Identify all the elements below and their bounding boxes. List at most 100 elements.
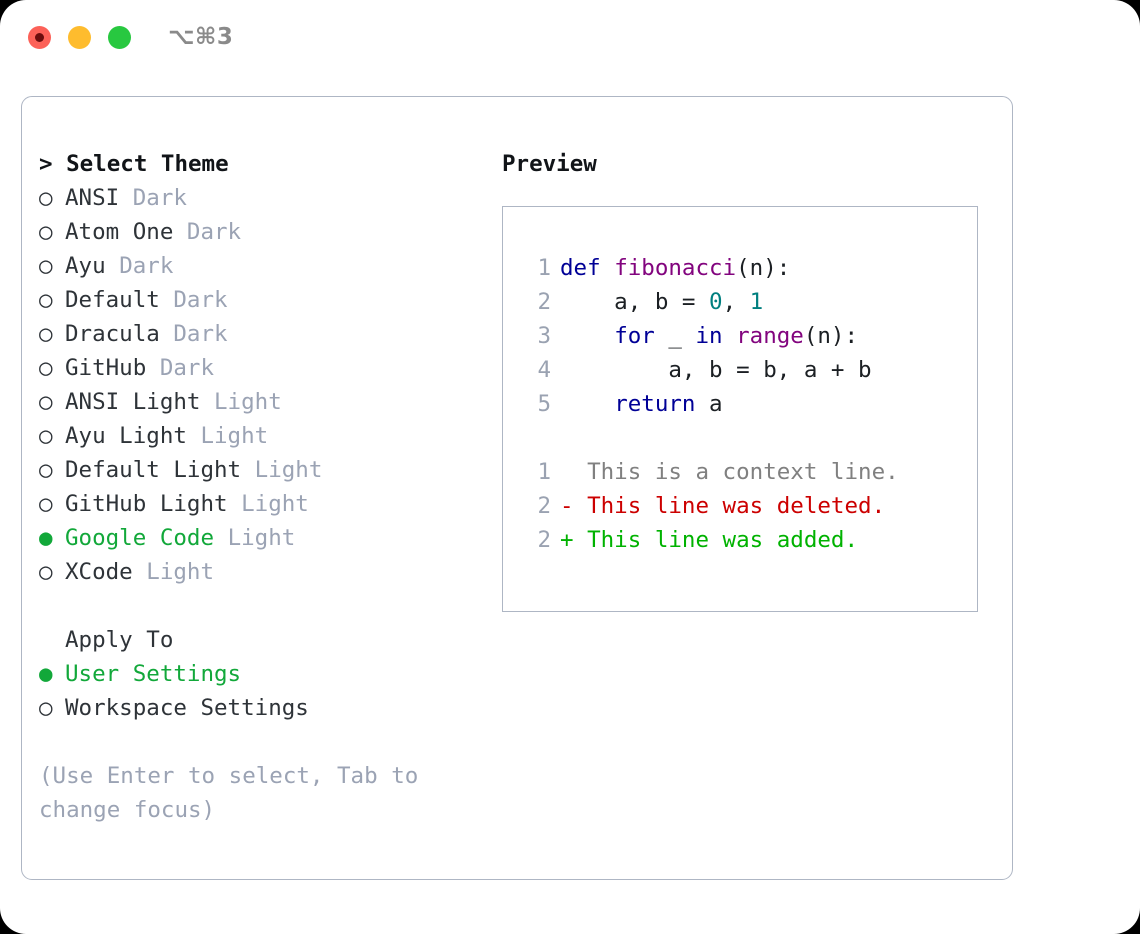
window-controls	[28, 26, 131, 49]
code-line: 2 a, b = 0, 1	[525, 285, 977, 319]
theme-name: Default	[65, 287, 160, 313]
code-line: 5 return a	[525, 387, 977, 421]
theme-list-item[interactable]: ○GitHub Dark	[39, 351, 489, 385]
radio-unselected-icon[interactable]: ○	[39, 457, 53, 483]
radio-unselected-icon[interactable]: ○	[39, 559, 53, 585]
theme-list-item[interactable]: ○ANSI Dark	[39, 181, 489, 215]
theme-variant-badge: Light	[241, 491, 309, 517]
theme-name: Atom One	[65, 219, 174, 245]
preview-heading: Preview	[502, 151, 597, 177]
dialog-panel: > Select Theme ○ANSI Dark○Atom One Dark○…	[21, 96, 1013, 880]
code-token: return	[614, 391, 696, 417]
radio-unselected-icon[interactable]: ○	[39, 185, 53, 211]
theme-list-item[interactable]: ○ Ayu Light Light	[39, 419, 489, 453]
apply-to-option[interactable]: ● User Settings	[39, 657, 489, 691]
spacer	[160, 287, 174, 313]
spacer	[133, 559, 147, 585]
select-theme-heading: > Select Theme	[39, 147, 489, 181]
code-token: _	[654, 323, 696, 349]
code-token: 0	[709, 289, 723, 315]
radio-unselected-icon[interactable]: ○	[39, 695, 53, 721]
spacer	[574, 527, 588, 553]
theme-selector-column: > Select Theme ○ANSI Dark○Atom One Dark○…	[39, 147, 489, 827]
code-token	[723, 323, 737, 349]
apply-to-options: ● User Settings ○Workspace Settings	[39, 657, 489, 725]
theme-variant-badge: Light	[200, 423, 269, 449]
code-diff-separator	[525, 421, 977, 455]
theme-list-item[interactable]: ○ Default Dark	[39, 283, 489, 317]
code-line: 3 for _ in range(n):	[525, 319, 977, 353]
diff-sign	[560, 459, 574, 485]
theme-name: Default Light	[65, 457, 242, 483]
code-token: a, b =	[560, 289, 710, 315]
keyboard-hint: (Use Enter to select, Tab to change focu…	[39, 763, 432, 823]
spacer	[146, 355, 160, 381]
diff-sample: 1 This is a context line.2- This line wa…	[525, 455, 977, 557]
theme-list-item[interactable]: ○ Dracula Dark	[39, 317, 489, 351]
code-token	[560, 391, 614, 417]
theme-variant-badge: Dark	[173, 321, 228, 347]
theme-list-item[interactable]: ○ Default Light Light	[39, 453, 489, 487]
radio-unselected-icon[interactable]: ○	[39, 491, 53, 517]
theme-list-item[interactable]: ○GitHub Light Light	[39, 487, 489, 521]
theme-variant-badge: Dark	[159, 355, 215, 381]
line-number: 4	[537, 357, 551, 383]
radio-unselected-icon[interactable]: ○	[39, 389, 53, 415]
code-token: for	[614, 323, 655, 349]
theme-variant-badge: Dark	[132, 185, 187, 211]
code-line: 4 a, b = b, a + b	[525, 353, 977, 387]
theme-list-item[interactable]: ○XCode Light	[39, 555, 489, 589]
radio-unselected-icon[interactable]: ○	[39, 219, 53, 245]
diff-text: This line was deleted.	[587, 493, 886, 519]
radio-unselected-icon[interactable]: ○	[39, 253, 53, 279]
code-token: a, b = b, a + b	[560, 357, 872, 383]
spacer	[187, 423, 201, 449]
theme-variant-badge: Light	[146, 559, 215, 585]
list-spacer	[39, 589, 489, 623]
theme-name: Ayu Light	[65, 423, 187, 449]
apply-to-heading: Apply To	[39, 623, 489, 657]
radio-selected-icon[interactable]: ●	[39, 525, 53, 551]
apply-to-option[interactable]: ○Workspace Settings	[39, 691, 489, 725]
theme-variant-badge: Dark	[173, 287, 228, 313]
maximize-button[interactable]	[108, 26, 131, 49]
code-token: fibonacci	[614, 255, 737, 281]
theme-list-item[interactable]: ○Ayu Dark	[39, 249, 489, 283]
prompt-caret-icon: >	[39, 151, 53, 177]
diff-line: 2+ This line was added.	[525, 523, 977, 557]
theme-variant-badge: Dark	[119, 253, 174, 279]
spacer	[574, 493, 588, 519]
close-button[interactable]	[28, 26, 51, 49]
radio-unselected-icon[interactable]: ○	[39, 355, 53, 381]
diff-line: 2- This line was deleted.	[525, 489, 977, 523]
radio-unselected-icon[interactable]: ○	[39, 423, 53, 449]
theme-variant-badge: Light	[254, 457, 323, 483]
theme-list-item[interactable]: ○Atom One Dark	[39, 215, 489, 249]
line-number: 5	[537, 391, 551, 417]
keyboard-shortcut-label: ⌥⌘3	[168, 24, 234, 50]
theme-variant-badge: Light	[227, 525, 296, 551]
diff-sign: +	[560, 527, 574, 553]
line-number: 1	[537, 255, 551, 281]
code-token: ,	[722, 289, 750, 315]
theme-list-item[interactable]: ○ANSI Light Light	[39, 385, 489, 419]
radio-unselected-icon[interactable]: ○	[39, 321, 53, 347]
line-number: 2	[537, 289, 551, 315]
apply-to-option-label: User Settings	[65, 661, 242, 687]
radio-selected-icon[interactable]: ●	[39, 661, 53, 687]
theme-name: Google Code	[65, 525, 215, 551]
select-theme-label: Select Theme	[66, 151, 229, 177]
spacer	[119, 185, 133, 211]
code-token	[560, 323, 614, 349]
line-number: 1	[537, 459, 551, 485]
theme-list-item[interactable]: ● Google Code Light	[39, 521, 489, 555]
theme-name: Dracula	[65, 321, 160, 347]
minimize-button[interactable]	[68, 26, 91, 49]
theme-name: ANSI Light	[65, 389, 201, 415]
radio-unselected-icon[interactable]: ○	[39, 287, 53, 313]
